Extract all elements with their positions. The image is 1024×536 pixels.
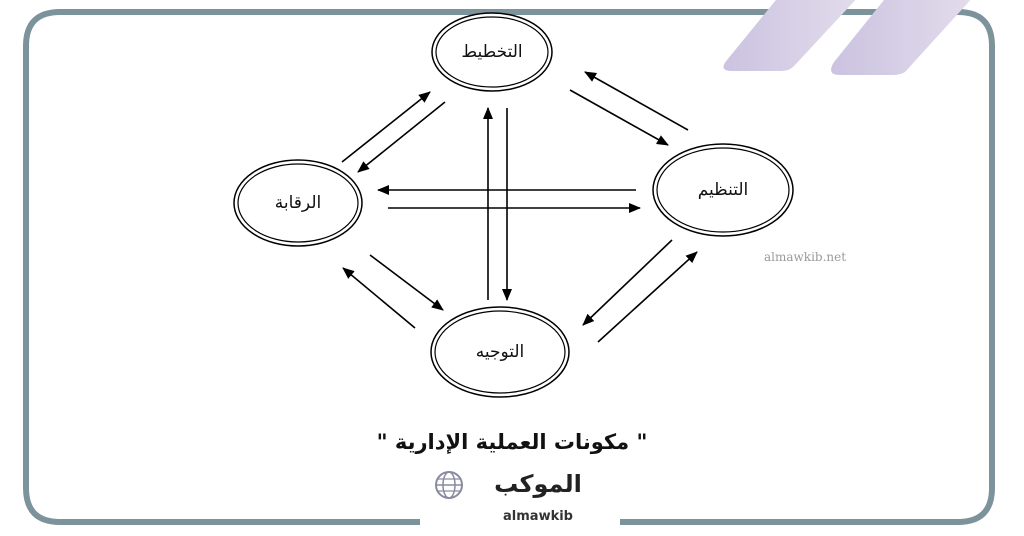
logo-arabic-text: الموكب xyxy=(494,470,582,498)
node-control-label: الرقابة xyxy=(275,193,321,213)
node-directing: التوجيه xyxy=(430,306,570,398)
site-logo: الموكب almawkib xyxy=(432,468,612,536)
arrow-planning-to-control xyxy=(357,101,446,173)
node-planning-label: التخطيط xyxy=(461,42,522,62)
node-planning: التخطيط xyxy=(431,12,553,92)
decor-slash-2 xyxy=(831,0,971,75)
arrow-control-to-directing xyxy=(369,254,444,311)
decor-slash-1 xyxy=(723,0,856,71)
node-directing-label: التوجيه xyxy=(476,342,525,362)
globe-icon xyxy=(435,471,463,499)
node-organizing-label: التنظيم xyxy=(698,180,749,200)
node-control: الرقابة xyxy=(233,159,363,247)
node-organizing: التنظيم xyxy=(652,143,794,237)
arrow-planning-to-organizing xyxy=(569,89,669,146)
watermark-text: almawkib.net xyxy=(764,250,847,264)
arrow-control-to-planning xyxy=(341,91,431,163)
arrow-directing-to-control xyxy=(342,267,416,329)
logo-latin-text: almawkib xyxy=(503,509,573,524)
frame-border xyxy=(23,9,995,525)
arrow-organizing-to-directing xyxy=(582,239,673,326)
arrow-organizing-to-planning xyxy=(584,71,689,131)
diagram-caption: " مكونات العملية الإدارية " xyxy=(376,430,648,454)
arrow-directing-to-organizing xyxy=(597,251,698,343)
